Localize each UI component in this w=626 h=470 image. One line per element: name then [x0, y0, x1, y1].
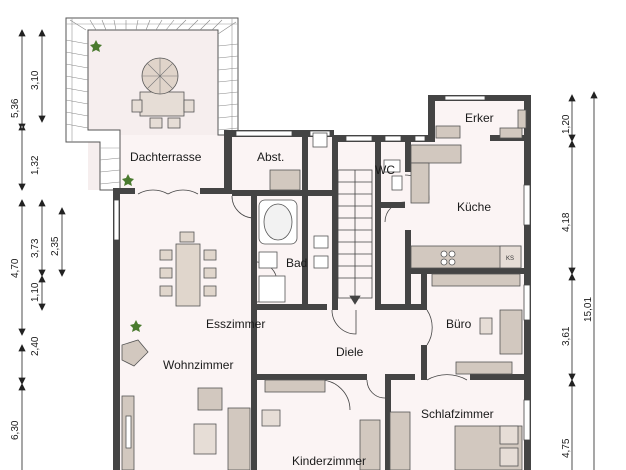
wall — [375, 202, 405, 208]
wall — [524, 95, 531, 470]
desk — [499, 309, 523, 355]
dimension-label: 3,73 — [30, 238, 41, 258]
room-label-erker: Erker — [465, 111, 494, 125]
room-label-buero: Büro — [446, 317, 472, 331]
room-label-dachterrasse: Dachterrasse — [130, 150, 202, 164]
walls — [113, 95, 531, 470]
plant-icon — [90, 40, 102, 52]
dimension-label: 5,36 — [10, 98, 21, 118]
wall — [232, 190, 332, 196]
furniture — [121, 57, 527, 470]
room-label-wc: WC — [375, 163, 395, 177]
wall — [428, 95, 435, 142]
wall — [200, 188, 230, 194]
dimension-label: 1,20 — [561, 114, 572, 134]
wall — [470, 374, 525, 380]
dimension-label: 6,30 — [10, 420, 21, 440]
room-label-schlafzimmer: Schlafzimmer — [421, 407, 494, 421]
wall — [375, 140, 381, 310]
wall — [332, 135, 338, 310]
doors — [137, 174, 468, 411]
room-label-kinderzimmer: Kinderzimmer — [292, 454, 366, 468]
room-label-wohnzimmer: Wohnzimmer — [163, 358, 233, 372]
dimension-label: 1,32 — [30, 155, 41, 175]
wall — [385, 374, 391, 470]
wall — [251, 190, 257, 470]
wall — [113, 188, 120, 470]
wall — [385, 374, 415, 380]
dimension-label: 4,70 — [10, 258, 21, 278]
armchair — [197, 387, 223, 411]
terrace-table — [139, 91, 185, 117]
wall — [421, 345, 427, 380]
wall — [405, 268, 525, 274]
wall — [257, 374, 367, 380]
dimension-label: 15,01 — [583, 297, 594, 322]
wall — [381, 304, 425, 310]
kitchen-counter-top — [410, 144, 462, 164]
wall — [224, 130, 232, 194]
dimension-label: 3,10 — [30, 70, 41, 90]
dining-table — [175, 243, 201, 307]
room-label-diele: Diele — [336, 345, 364, 359]
room-label-bad: Bad — [286, 256, 307, 270]
dimension-label: 1,10 — [30, 282, 41, 302]
room-label-kueche: Küche — [457, 200, 491, 214]
dimension-label: 3,61 — [561, 326, 572, 346]
dimension-label: 4,18 — [561, 212, 572, 232]
coffee-table — [193, 423, 217, 455]
wall — [257, 304, 327, 310]
dimension-lines — [18, 29, 598, 470]
room-labels: Dachterrasse Abst. WC Erker Küche Bad Es… — [130, 111, 514, 468]
staircase — [337, 169, 373, 305]
dimension-label: 2,35 — [50, 236, 61, 256]
dimension-label: 4,75 — [561, 438, 572, 458]
wall — [302, 130, 308, 310]
dimension-labels: 5,36 1,32 4,70 2,40 6,30 3,10 3,73 1,10 … — [10, 70, 594, 458]
terrace-railing — [65, 17, 239, 191]
plants — [90, 40, 142, 332]
wall — [421, 268, 427, 310]
plant-icon — [122, 174, 134, 186]
plant-icon — [130, 320, 142, 332]
wall — [334, 135, 434, 142]
room-label-esszimmer: Esszimmer — [206, 317, 265, 331]
wall — [405, 140, 411, 172]
room-label-abst: Abst. — [257, 150, 284, 164]
wall — [113, 188, 135, 194]
appliance-label: KS — [506, 256, 514, 262]
dimension-label: 2,40 — [30, 336, 41, 356]
windows — [113, 95, 531, 441]
sofa — [227, 407, 251, 470]
